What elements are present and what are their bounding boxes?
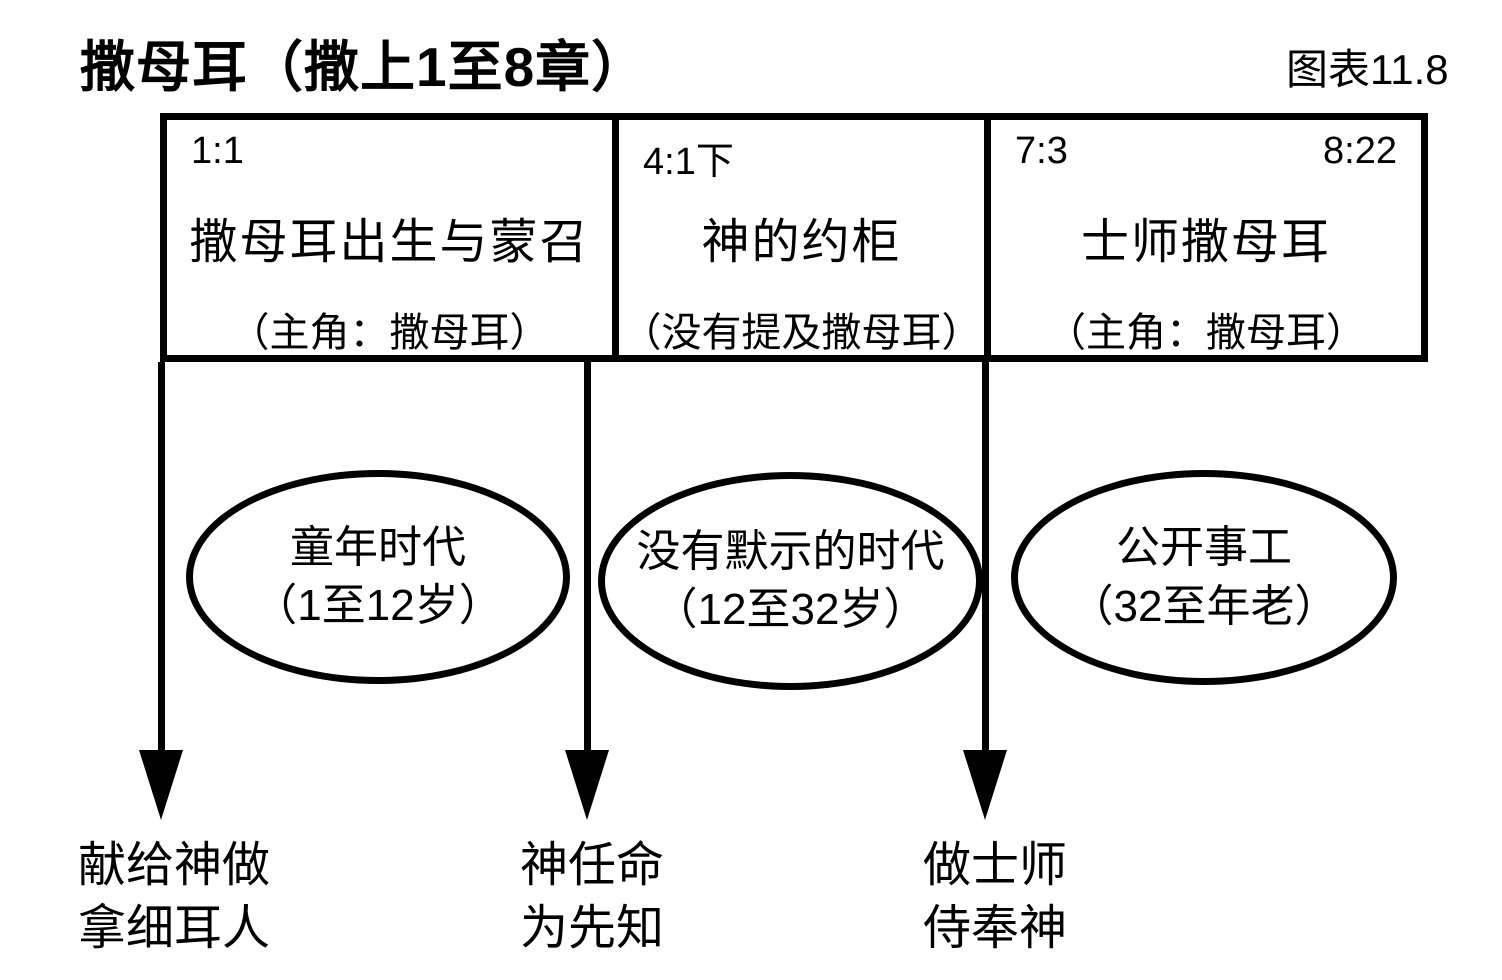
ellipse-line2: （1至12岁） — [253, 581, 503, 630]
down-arrow-stem-2 — [584, 362, 591, 752]
arrow-label-nazirite: 献给神做 拿细耳人 — [78, 834, 270, 961]
timeline-box: 1:1 撒母耳出生与蒙召 （主角：撒母耳） 4:1下 神的约柜 （没有提及撒母耳… — [160, 113, 1428, 362]
ellipse-silent-era: 没有默示的时代 （12至32岁） — [598, 472, 983, 690]
section-subtitle: （没有提及撒母耳） — [621, 310, 982, 355]
chapter-ref-end: 8:22 — [1323, 130, 1397, 172]
section-title: 撒母耳出生与蒙召 — [189, 216, 590, 269]
ellipse-line1: 公开事工 — [1116, 523, 1292, 573]
section-ark-of-god: 4:1下 神的约柜 （没有提及撒母耳） — [612, 120, 991, 355]
arrow-label-line1: 做士师 — [923, 839, 1068, 892]
section-birth-and-calling: 1:1 撒母耳出生与蒙召 （主角：撒母耳） — [167, 120, 612, 355]
ellipse-line1: 童年时代 — [290, 522, 466, 572]
ellipse-line2: （32至年老） — [1069, 581, 1339, 631]
arrow-label-judge: 做士师 侍奉神 — [923, 834, 1067, 961]
down-arrow-head-icon — [139, 750, 183, 820]
section-subtitle: （主角：撒母耳） — [1046, 310, 1366, 355]
figure-number-label: 图表11.8 — [1286, 46, 1449, 93]
chapter-ref-start: 4:1下 — [643, 141, 734, 183]
ellipse-line1: 没有默示的时代 — [636, 526, 945, 576]
ellipse-line2: （12至32岁） — [653, 585, 928, 634]
chapter-ref-start: 1:1 — [191, 130, 244, 172]
ellipse-childhood-era: 童年时代 （1至12岁） — [186, 470, 570, 684]
arrow-label-line2: 为先知 — [520, 902, 665, 956]
arrow-label-prophet: 神任命 为先知 — [520, 834, 664, 961]
chapter-ref-start: 7:3 — [1015, 130, 1068, 172]
down-arrow-head-icon — [565, 750, 609, 820]
page-title: 撒母耳（撒上1至8章） — [80, 36, 648, 98]
down-arrow-head-icon — [963, 750, 1007, 820]
down-arrow-stem-1 — [158, 362, 165, 752]
down-arrow-stem-3 — [982, 362, 989, 752]
arrow-label-line1: 神任命 — [520, 839, 665, 892]
section-subtitle: （主角：撒母耳） — [229, 310, 550, 355]
section-title: 士师撒母耳 — [1080, 216, 1331, 269]
section-title: 神的约柜 — [701, 216, 902, 269]
arrow-label-line2: 拿细耳人 — [78, 902, 271, 956]
ellipse-public-ministry: 公开事工 （32至年老） — [1011, 470, 1397, 685]
arrow-label-line2: 侍奉神 — [923, 902, 1068, 956]
arrow-label-line1: 献给神做 — [78, 839, 271, 892]
section-judge-samuel: 7:3 8:22 士师撒母耳 （主角：撒母耳） — [991, 120, 1421, 355]
